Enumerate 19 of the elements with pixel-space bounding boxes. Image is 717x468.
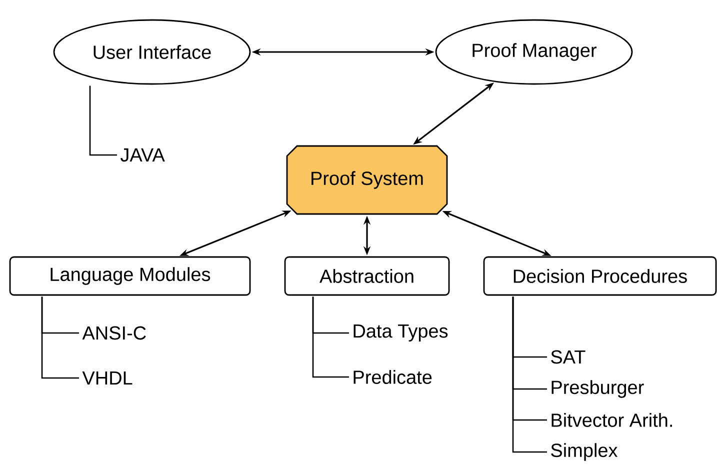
item-text: Data Types — [354, 324, 448, 342]
ellipse-node: Proof Manager — [435, 19, 633, 85]
connector-line — [41, 296, 79, 379]
process-box: Proof System — [286, 145, 448, 215]
connector-line — [89, 86, 117, 156]
item-text: Simplex — [551, 443, 618, 461]
module-box: Decision Procedures — [483, 256, 717, 296]
item-text: SAT — [551, 350, 586, 364]
item-text: Bitvector Arith. — [552, 413, 672, 427]
item-text: JAVA — [120, 148, 165, 162]
module-box: Language Modules — [9, 256, 251, 296]
module-box: Abstraction — [284, 256, 450, 296]
item-text: VHDL — [82, 371, 132, 385]
item-text: Presburger — [552, 380, 644, 398]
item-text: ANSI-C — [82, 326, 146, 340]
connector-line — [512, 296, 547, 453]
item-text: Predicate — [354, 370, 432, 384]
ellipse-node: User Interface — [53, 19, 251, 85]
connector-line — [312, 296, 349, 378]
